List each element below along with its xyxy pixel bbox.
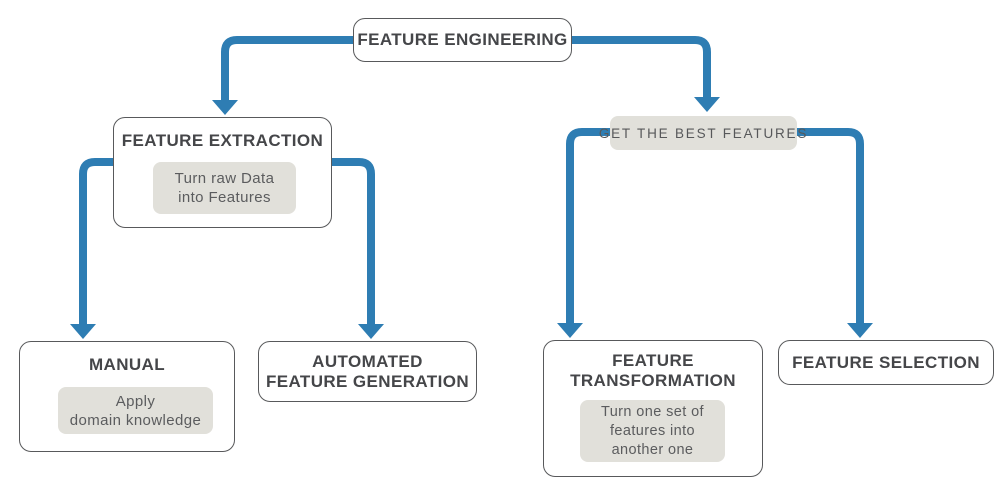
feature-selection-box: FEATURE SELECTION: [778, 340, 994, 385]
automated-feature-generation-box: AUTOMATED FEATURE GENERATION: [258, 341, 477, 402]
edge-engineering-to-best-features-arrowhead: [694, 97, 720, 112]
manual-label: MANUAL: [88, 355, 166, 374]
edge-extraction-to-automated-arrowhead: [358, 324, 384, 339]
feature-transformation-label: FEATURE TRANSFORMATION: [570, 351, 736, 390]
manual-note: Apply domain knowledge: [58, 387, 213, 434]
edge-extraction-to-manual-arrowhead: [70, 324, 96, 339]
edge-best-features-to-selection-arrowhead: [847, 323, 873, 338]
edge-best-features-to-transformation-arrowhead: [557, 323, 583, 338]
edge-extraction-to-automated-line: [331, 158, 375, 324]
feature-engineering-label: FEATURE ENGINEERING: [357, 30, 568, 49]
feature-extraction-box: FEATURE EXTRACTION Turn raw Data into Fe…: [113, 117, 332, 228]
feature-extraction-label: FEATURE EXTRACTION: [121, 131, 324, 150]
manual-box: MANUAL Apply domain knowledge: [19, 341, 235, 452]
edge-best-features-to-selection-line: [796, 128, 864, 323]
edge-best-features-to-transformation-line: [566, 128, 611, 323]
get-best-features-label: GET THE BEST FEATURES: [599, 116, 806, 150]
feature-engineering-box: FEATURE ENGINEERING: [353, 18, 572, 62]
automated-feature-generation-label: AUTOMATED FEATURE GENERATION: [265, 351, 469, 391]
feature-transformation-note: Turn one set of features into another on…: [580, 400, 725, 462]
feature-transformation-box: FEATURE TRANSFORMATION Turn one set of f…: [543, 340, 763, 477]
edge-extraction-to-manual-line: [79, 158, 114, 324]
feature-extraction-note: Turn raw Data into Features: [153, 162, 296, 214]
edge-engineering-to-extraction-arrowhead: [212, 100, 238, 115]
feature-selection-label: FEATURE SELECTION: [792, 352, 980, 372]
edge-engineering-to-extraction-line: [221, 36, 354, 100]
edge-engineering-to-best-features-line: [571, 36, 711, 97]
